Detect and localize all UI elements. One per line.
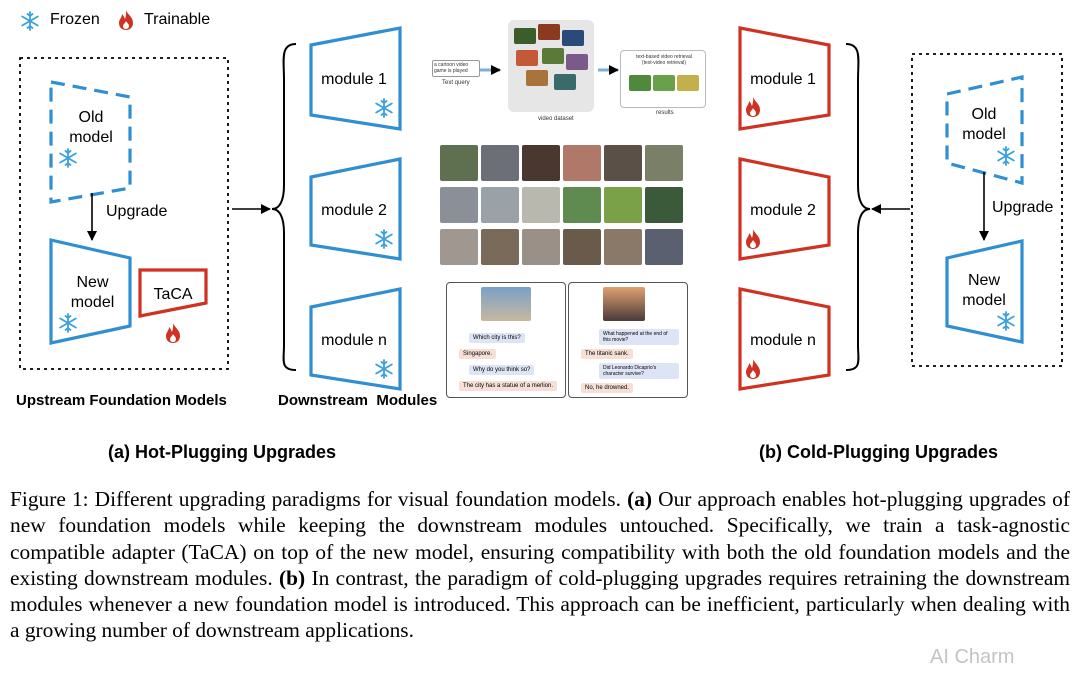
- hot-module-1-shape: [309, 26, 402, 131]
- legend-trainable-label: Trainable: [144, 11, 211, 28]
- upstream-label: Upstream Foundation Models: [16, 392, 227, 409]
- legend-frozen-label: Frozen: [50, 11, 100, 28]
- hot-module-2-label: module 2: [321, 202, 387, 219]
- taca-shape: [138, 268, 208, 318]
- hot-brace: [271, 43, 297, 371]
- caption-part-1: Figure 1: Different upgrading paradigms …: [10, 487, 628, 511]
- vqa-right-q2: Did Leonardo Dicaprio's character surviv…: [599, 363, 679, 379]
- vqa-left-a2: The city has a statue of a merlion.: [459, 381, 558, 391]
- cold-module-2-shape: [738, 157, 831, 261]
- figure-caption: Figure 1: Different upgrading paradigms …: [10, 486, 1070, 644]
- hot-module-n-snowflake-icon: [375, 359, 393, 379]
- vqa-right-q1: What happened at the end of this movie?: [599, 329, 679, 345]
- cold-upgrade-label: Upgrade: [992, 199, 1054, 216]
- cold-plugging-title: (b) Cold-Plugging Upgrades: [759, 442, 998, 462]
- caption-part-2: Our approach enables hot-plugging upgrad…: [10, 487, 1070, 590]
- hot-module-2-shape: [309, 157, 402, 261]
- cold-old-model-label: Old model: [962, 106, 1006, 143]
- downstream-label: Downstream Modules: [278, 392, 438, 409]
- vqa-left-q2: Why do you think so?: [469, 365, 535, 375]
- hot-upgrade-label: Upgrade: [106, 203, 168, 220]
- text-query: a cartoon video game is played: [434, 62, 469, 74]
- cold-brace: [845, 43, 871, 371]
- cold-old-snowflake-icon: [997, 146, 1015, 166]
- diagram-canvas: [19, 26, 1063, 391]
- cold-module-2-flame-icon: [746, 229, 760, 249]
- caption-bold-b: (b): [279, 565, 306, 590]
- flame-icon: [119, 10, 133, 30]
- taca-label: TaCA: [153, 286, 193, 303]
- cold-module-n-shape: [738, 287, 831, 391]
- retrieval-task-label: text-based video retrieval (text-video r…: [636, 54, 692, 66]
- cold-module-2-label: module 2: [750, 202, 816, 219]
- cold-new-snowflake-icon: [997, 311, 1015, 331]
- results-box: [620, 50, 706, 108]
- cold-old-model-shape: [945, 74, 1024, 186]
- vqa-right-a1: The titanic sank.: [581, 349, 633, 359]
- vqa-right-panel: What happened at the end of this movie? …: [568, 282, 688, 398]
- vqa-right-a2: No, he drowned.: [581, 383, 634, 393]
- watermark: AI Charm: [930, 646, 1015, 668]
- vqa-left-a1: Singapore.: [459, 349, 497, 359]
- hot-module-n-label: module n: [321, 332, 387, 349]
- hot-plugging-title: (a) Hot-Plugging Upgrades: [108, 442, 336, 462]
- vqa-left-panel: Which city is this? Singapore. Why do yo…: [446, 282, 566, 398]
- legend: Frozen Trainable: [20, 9, 240, 33]
- hot-old-model-label: Old model: [69, 109, 113, 146]
- cold-module-1-label: module 1: [750, 71, 816, 88]
- vqa-left-q1: Which city is this?: [469, 333, 525, 343]
- cold-module-1-shape: [738, 26, 831, 131]
- taca-flame-icon: [166, 323, 180, 343]
- text-query-label: Text query: [442, 80, 470, 86]
- video-dataset-box: [508, 20, 594, 112]
- cold-new-model-shape: [945, 238, 1024, 344]
- hot-new-model-shape: [49, 237, 132, 345]
- hot-old-snowflake-icon: [59, 148, 77, 168]
- hot-module-n-shape: [309, 287, 402, 391]
- cold-module-n-flame-icon: [746, 359, 760, 379]
- hot-new-model-label: New model: [70, 274, 115, 311]
- classification-grid: [440, 145, 686, 270]
- cold-module-1-flame-icon: [746, 97, 760, 117]
- hot-old-model-shape: [49, 80, 132, 204]
- upstream-box: [19, 57, 229, 370]
- hot-module-1-label: module 1: [321, 71, 387, 88]
- caption-part-3: In contrast, the paradigm of cold-pluggi…: [10, 565, 1070, 643]
- cold-new-model-label: New model: [962, 272, 1006, 309]
- cold-module-n-label: module n: [750, 332, 816, 349]
- hot-module-1-snowflake-icon: [375, 98, 393, 118]
- caption-bold-a: (a): [627, 487, 653, 511]
- hot-module-2-snowflake-icon: [375, 229, 393, 249]
- snowflake-icon: [21, 11, 39, 31]
- text-query-box: a cartoon video game is played: [432, 60, 480, 77]
- results-label: results: [656, 110, 674, 116]
- hot-new-snowflake-icon: [59, 313, 77, 333]
- video-dataset-label: video dataset: [538, 116, 574, 122]
- retrieval-panel: a cartoon video game is played Text quer…: [428, 20, 718, 130]
